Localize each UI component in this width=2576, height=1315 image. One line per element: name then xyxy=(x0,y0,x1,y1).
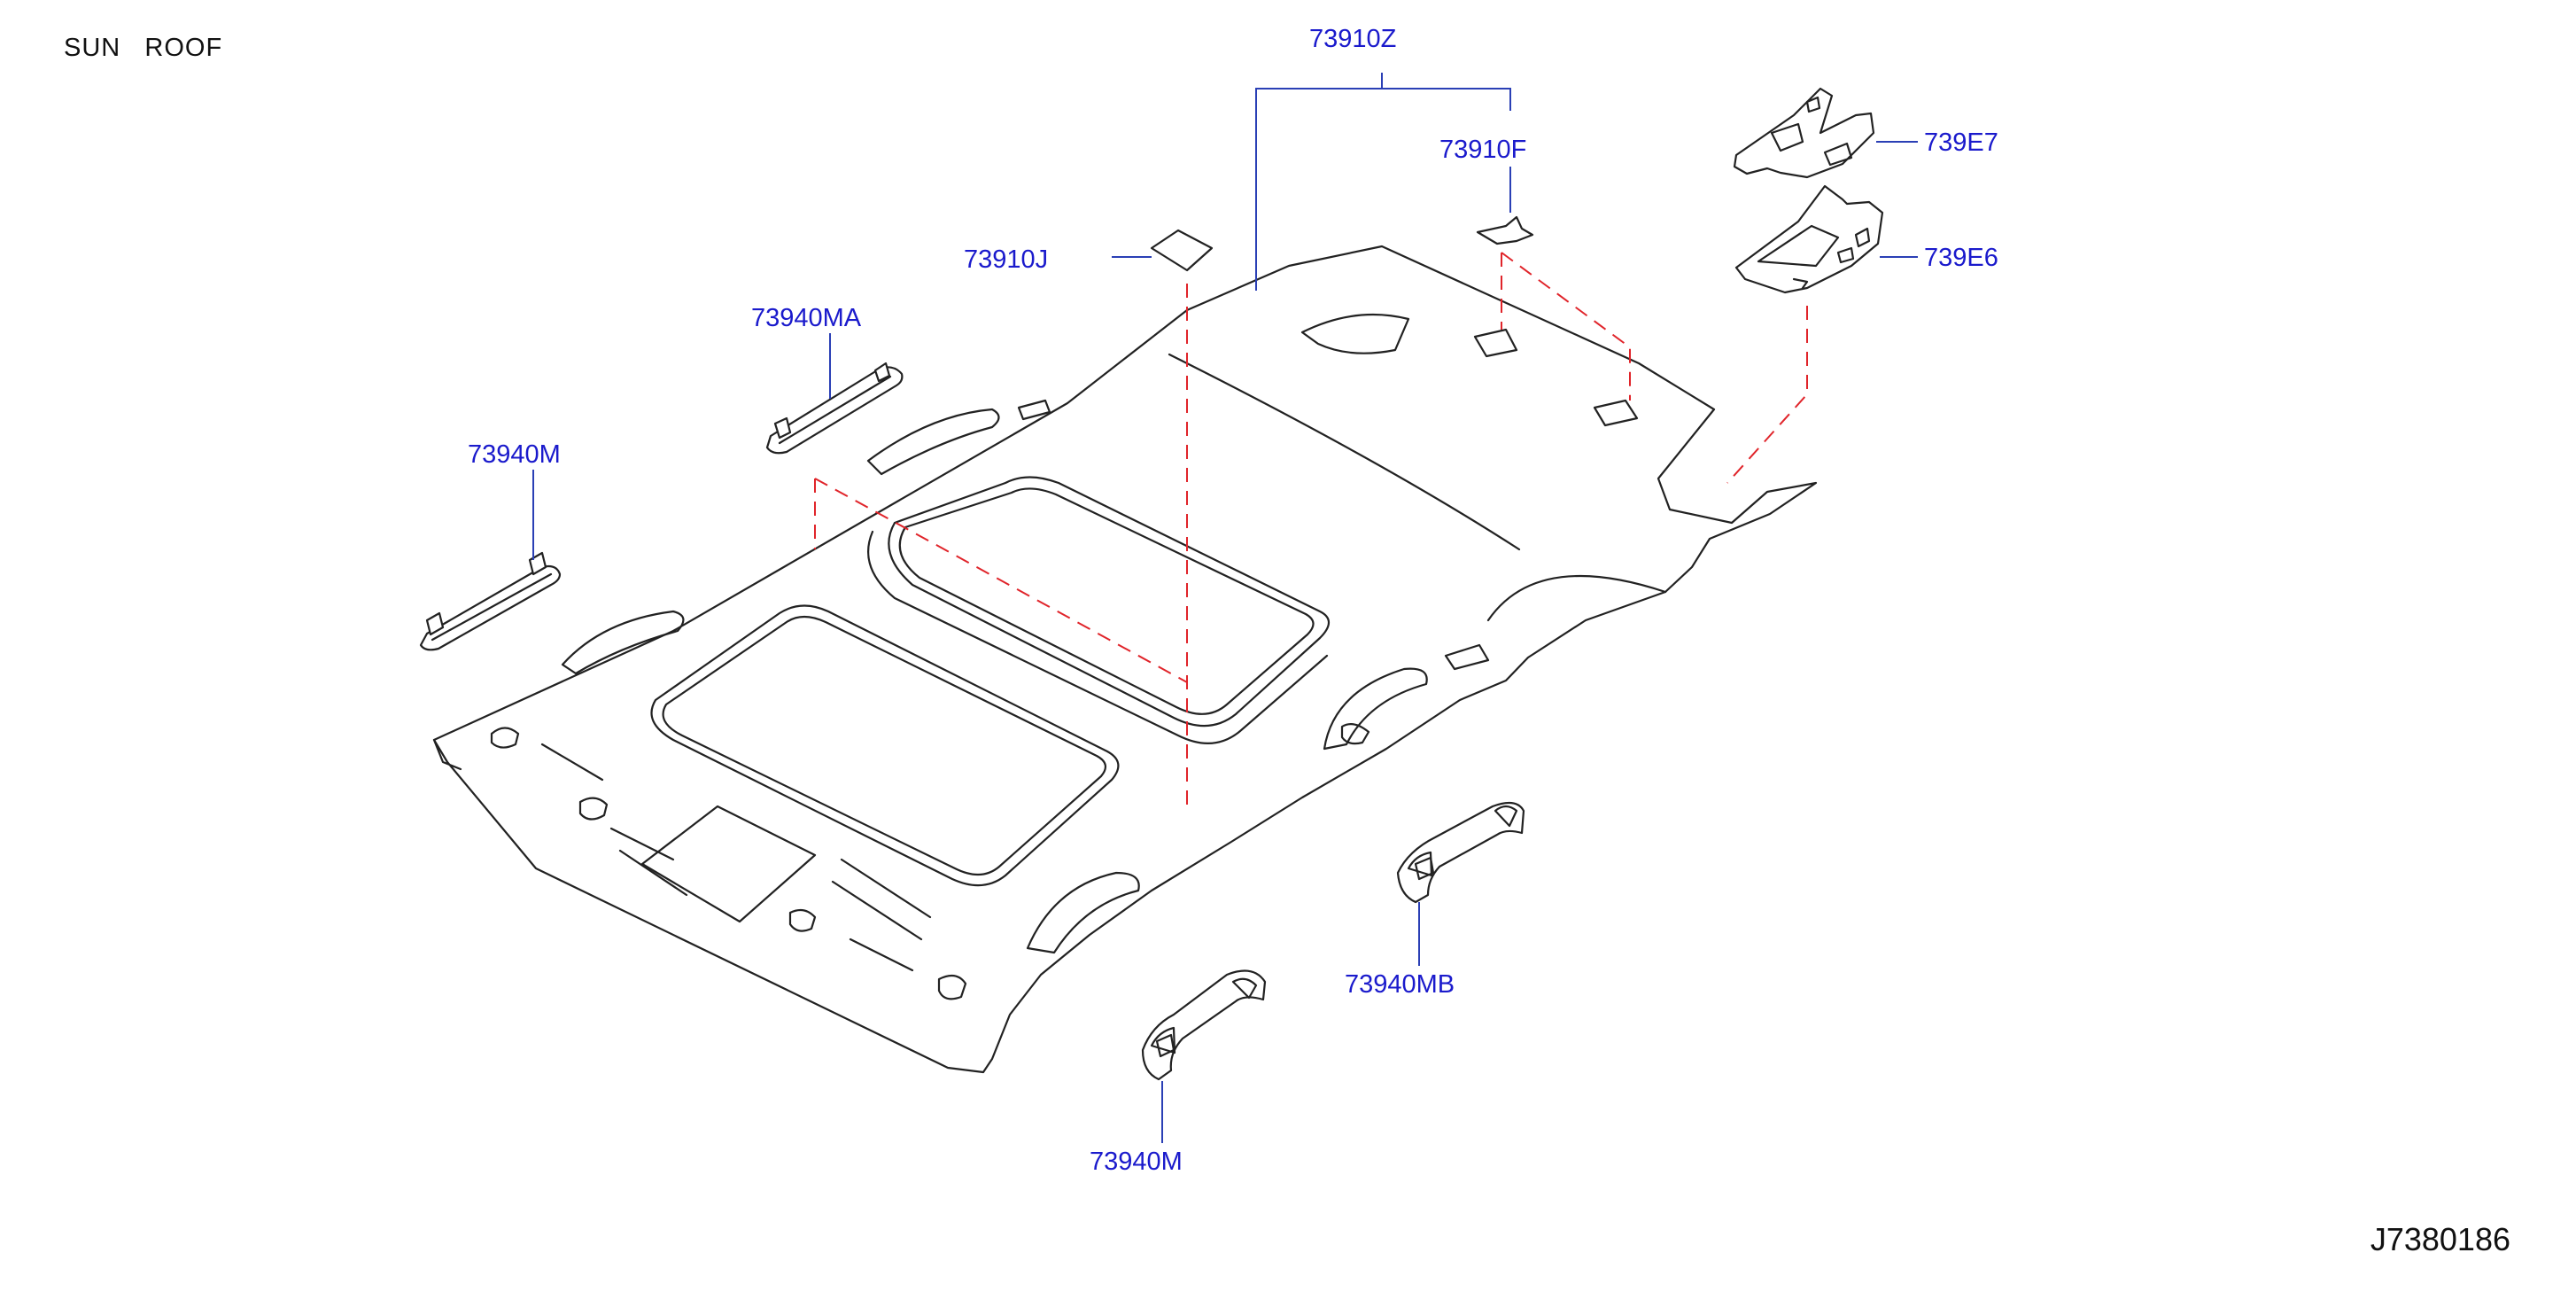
diagram-title: SUN ROOF xyxy=(64,34,223,62)
label-739E6: 739E6 xyxy=(1924,244,1998,272)
grip-73940M-bottom-drawing xyxy=(1141,969,1267,1081)
clip-73910F-drawing xyxy=(1476,215,1534,245)
grip-73940MB-drawing xyxy=(1396,801,1525,904)
reference-lines xyxy=(814,252,1808,806)
label-73910F: 73910F xyxy=(1439,136,1526,164)
cover-739E6-drawing xyxy=(1734,184,1884,294)
part-labels: 73910Z 73910F 73910J 739E7 739E6 73940MA… xyxy=(468,25,1998,1176)
label-73910Z: 73910Z xyxy=(1309,25,1396,53)
grip-73940M-left-drawing xyxy=(419,551,562,651)
leader-lines xyxy=(532,73,1918,1143)
drawing-code: J7380186 xyxy=(2370,1221,2510,1257)
label-73940MB: 73940MB xyxy=(1345,970,1455,999)
pad-73910J-drawing xyxy=(1150,229,1214,272)
headliner-drawing xyxy=(432,245,1818,1074)
cover-739E7-drawing xyxy=(1733,87,1875,179)
label-739E7: 739E7 xyxy=(1924,128,1998,157)
label-73910J: 73910J xyxy=(964,245,1048,274)
label-73940M-left: 73940M xyxy=(468,440,561,469)
label-73940MA: 73940MA xyxy=(751,304,862,332)
label-73940M-bottom: 73940M xyxy=(1090,1148,1183,1176)
grip-73940MA-drawing xyxy=(765,362,904,455)
